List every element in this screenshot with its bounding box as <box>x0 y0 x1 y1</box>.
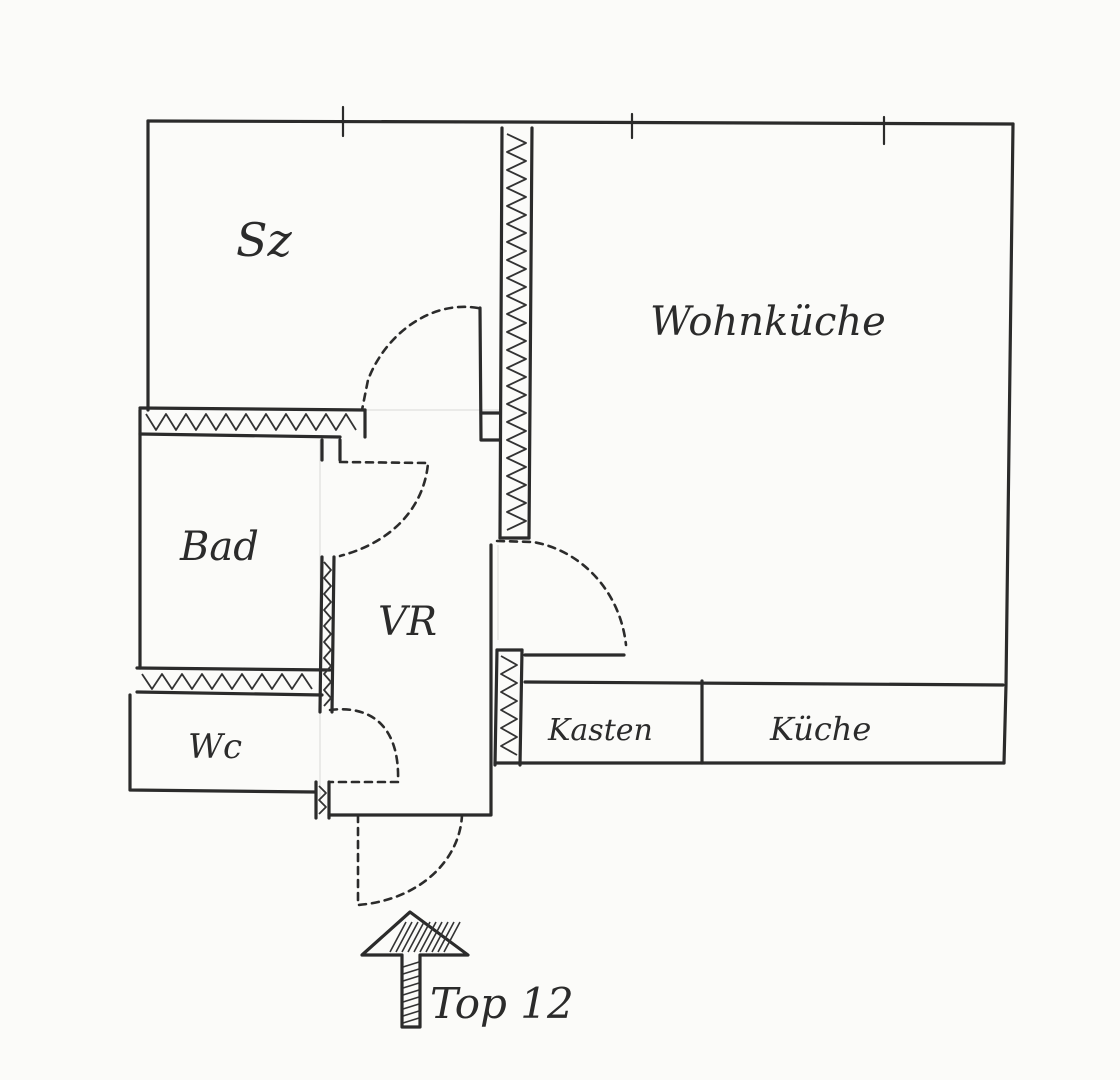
door-sz <box>360 305 480 412</box>
room-label-sz: Sz <box>236 213 293 267</box>
arrow-hatch-line <box>402 1003 420 1010</box>
kitchen-counter <box>523 653 1005 765</box>
partition-wall-bad-wc <box>135 666 332 697</box>
door-wohnkueche <box>495 539 628 647</box>
arrow-hatch-line <box>389 921 407 953</box>
arrow-hatch-line <box>431 921 449 953</box>
partition-wall-sz-bad <box>138 406 367 439</box>
partition-wall-vr-left <box>314 438 342 820</box>
door-swings <box>328 305 628 907</box>
arrow-hatch-line <box>402 961 420 968</box>
arrow-hatch-line <box>413 921 431 953</box>
arrow-hatch-line <box>443 921 461 953</box>
arrow-hatch-line <box>402 1010 420 1017</box>
door-wc <box>328 707 400 784</box>
door-bad <box>338 460 430 558</box>
room-label-wohnkueche: Wohnküche <box>650 299 886 345</box>
arrow-hatch-line <box>402 996 420 1003</box>
arrow-hatch-line <box>402 989 420 996</box>
arrow-hatch-line <box>425 921 443 953</box>
arrow-hatch-line <box>407 921 425 953</box>
arrow-hatch-line <box>395 921 413 953</box>
vr-walls <box>327 306 501 817</box>
arrow-hatch-line <box>402 1017 420 1024</box>
arrow-hatch-line <box>402 982 420 989</box>
room-label-kasten: Kasten <box>547 713 653 748</box>
arrow-hatch-line <box>401 921 419 953</box>
room-label-vr: VR <box>378 599 437 645</box>
room-label-wc: Wc <box>188 727 242 767</box>
outer-walls <box>128 119 1015 794</box>
room-label-kueche: Küche <box>769 710 871 748</box>
dimension-ticks <box>341 105 886 146</box>
room-label-bad: Bad <box>179 524 259 570</box>
arrow-hatch-line <box>419 921 437 953</box>
arrow-hatch-line <box>402 975 420 982</box>
arrow-hatch-line <box>437 921 455 953</box>
arrow-hatch-line <box>402 968 420 975</box>
entrance-arrow-icon <box>360 910 470 1029</box>
door-entrance <box>356 813 464 907</box>
partition-wall-sz-wohnkueche <box>498 126 534 540</box>
entrance-label: Top 12 <box>430 979 574 1028</box>
partition-wall-vr-kasten <box>493 648 524 767</box>
